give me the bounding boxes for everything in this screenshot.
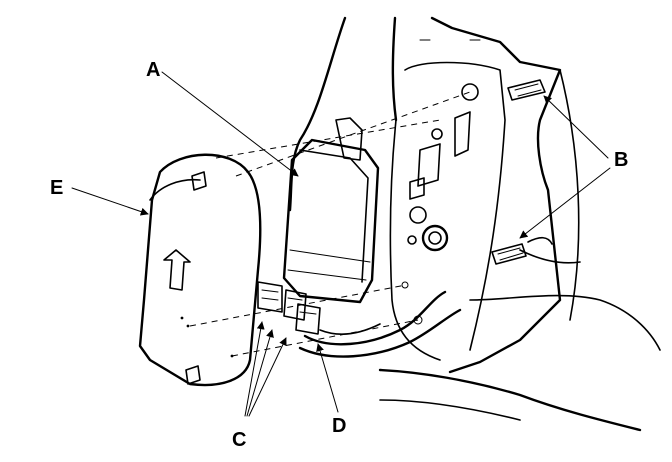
cover	[138, 153, 262, 387]
leader-lines	[71, 71, 611, 417]
control-unit	[282, 117, 380, 304]
callout-c: C	[232, 429, 246, 451]
leader-e	[71, 187, 149, 216]
leader-c-2	[246, 329, 274, 417]
leader-c-3	[248, 337, 287, 417]
leader-b-top	[543, 95, 609, 159]
leader-b-bottom	[519, 167, 611, 239]
callout-e: E	[50, 177, 63, 199]
callout-b: B	[614, 149, 628, 171]
callout-a: A	[146, 59, 160, 81]
leader-a	[161, 71, 299, 177]
callout-d: D	[332, 415, 346, 437]
leader-d	[316, 343, 339, 413]
mounting-bolts	[491, 79, 553, 265]
leader-c-1	[244, 321, 265, 417]
alignment-lines	[189, 91, 471, 357]
body-panel	[288, 16, 661, 432]
connectors-and-harness	[257, 281, 462, 358]
